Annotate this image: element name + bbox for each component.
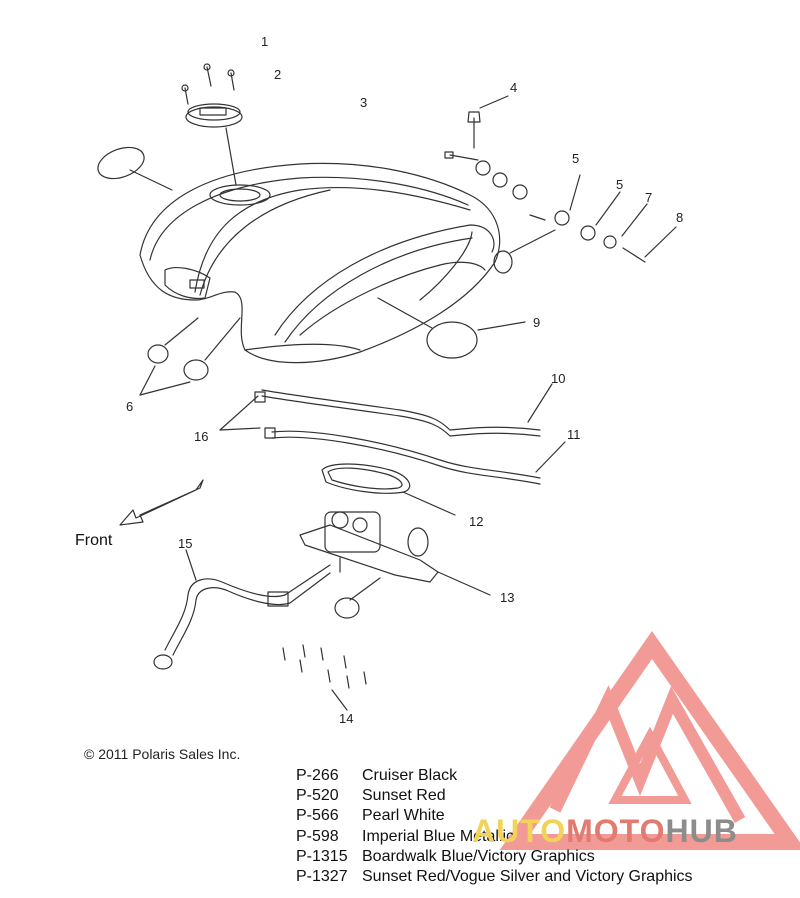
callout-6: 6 [126, 399, 134, 414]
callout-9: 9 [533, 315, 541, 330]
watermark-text: AUTOMOTOHUB [472, 813, 738, 850]
watermark-logo [499, 631, 800, 850]
callout-3: 3 [360, 95, 368, 110]
callout-4: 4 [510, 80, 518, 95]
paint-row: P-1315 Boardwalk Blue/Victory Graphics [296, 847, 693, 867]
callout-11: 11 [567, 427, 581, 442]
watermark-part-auto: AUTO [472, 813, 567, 849]
callout-7: 7 [645, 190, 653, 205]
callout-13: 13 [500, 590, 515, 605]
fuel-pump-item-13 [299, 511, 491, 619]
mount-hardware [444, 95, 677, 263]
callout-10: 10 [551, 371, 566, 386]
paint-row: P-598 Imperial Blue Metallic [296, 827, 693, 847]
hose-item-15 [164, 564, 331, 651]
callout-12: 12 [469, 514, 484, 529]
callout-5a: 5 [572, 151, 580, 166]
vent-line-item-10 [261, 389, 541, 431]
callout-2: 2 [274, 67, 282, 82]
seal-left [97, 146, 145, 180]
bolts-item-14 [282, 644, 367, 711]
paint-code: P-266 [296, 767, 339, 784]
paint-name: Imperial Blue Metallic [362, 827, 515, 845]
fuel-cap-item-2 [185, 103, 243, 128]
paint-name: Cruiser Black [362, 767, 458, 784]
callout-5b: 5 [616, 177, 624, 192]
vent-line-item-11 [271, 430, 541, 479]
paint-code: P-598 [296, 827, 339, 845]
paint-row: P-566 Pearl White [296, 806, 693, 826]
paint-code: P-566 [296, 807, 339, 825]
front-label: Front [75, 532, 113, 549]
paint-name: Sunset Red [362, 787, 446, 805]
callout-8: 8 [676, 210, 684, 225]
paint-code-list: P-266 Cruiser Black P-520 Sunset Red P-566… [296, 766, 693, 887]
paint-name: Pearl White [362, 807, 445, 825]
paint-row: P-520 Sunset Red [296, 786, 693, 806]
watermark-part-moto: MOTO [566, 813, 666, 849]
fuel-tank [139, 162, 501, 364]
grommets-item-6 [139, 317, 241, 396]
emblem-item-9 [426, 321, 478, 359]
paint-code: P-1327 [296, 868, 348, 886]
paint-name: Sunset Red/Vogue Silver and Victory Grap… [362, 868, 693, 886]
paint-row: P-1327 Sunset Red/Vogue Silver and Victor… [296, 867, 693, 887]
watermark-part-hub: HUB [665, 813, 738, 849]
screws-item-1 [181, 63, 235, 105]
paint-code: P-520 [296, 787, 339, 805]
callout-16: 16 [194, 429, 209, 444]
paint-name: Boardwalk Blue/Victory Graphics [362, 847, 595, 865]
callout-14: 14 [339, 711, 354, 726]
paint-row: P-266 Cruiser Black [296, 766, 693, 786]
callout-1: 1 [261, 34, 269, 49]
gasket-item-12 [321, 463, 411, 494]
callout-15: 15 [178, 536, 193, 551]
copyright-text: © 2011 Polaris Sales Inc. [84, 746, 241, 762]
paint-code: P-1315 [296, 847, 348, 865]
front-arrow-icon [119, 479, 204, 526]
